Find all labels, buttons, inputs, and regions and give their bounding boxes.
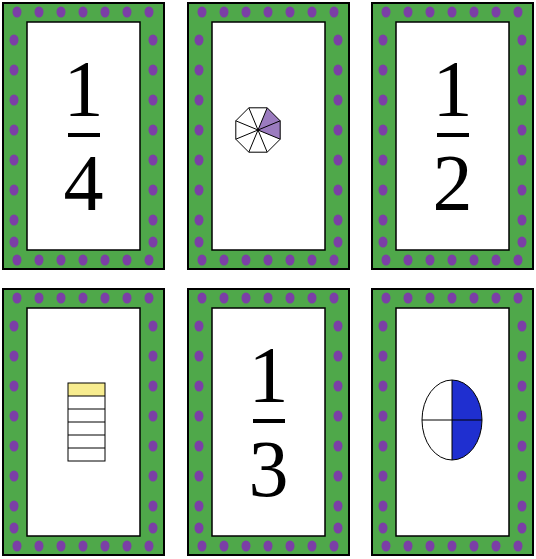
fraction-bar <box>253 419 285 423</box>
fraction-bar <box>437 133 469 137</box>
fraction-card: 12 <box>371 2 534 270</box>
numerator: 1 <box>64 49 104 129</box>
octagon-picture <box>236 108 280 152</box>
numerator: 1 <box>433 49 473 129</box>
fraction-card: 13 <box>187 288 350 556</box>
strip-picture <box>68 383 105 461</box>
oval-picture <box>422 380 482 460</box>
denominator: 2 <box>433 143 473 223</box>
fraction-card: 14 <box>2 2 165 270</box>
fraction: 13 <box>212 308 325 536</box>
fraction-bar <box>68 133 100 137</box>
denominator: 3 <box>249 429 289 509</box>
fraction: 12 <box>396 22 509 250</box>
fraction: 14 <box>27 22 140 250</box>
denominator: 4 <box>64 143 104 223</box>
numerator: 1 <box>249 335 289 415</box>
